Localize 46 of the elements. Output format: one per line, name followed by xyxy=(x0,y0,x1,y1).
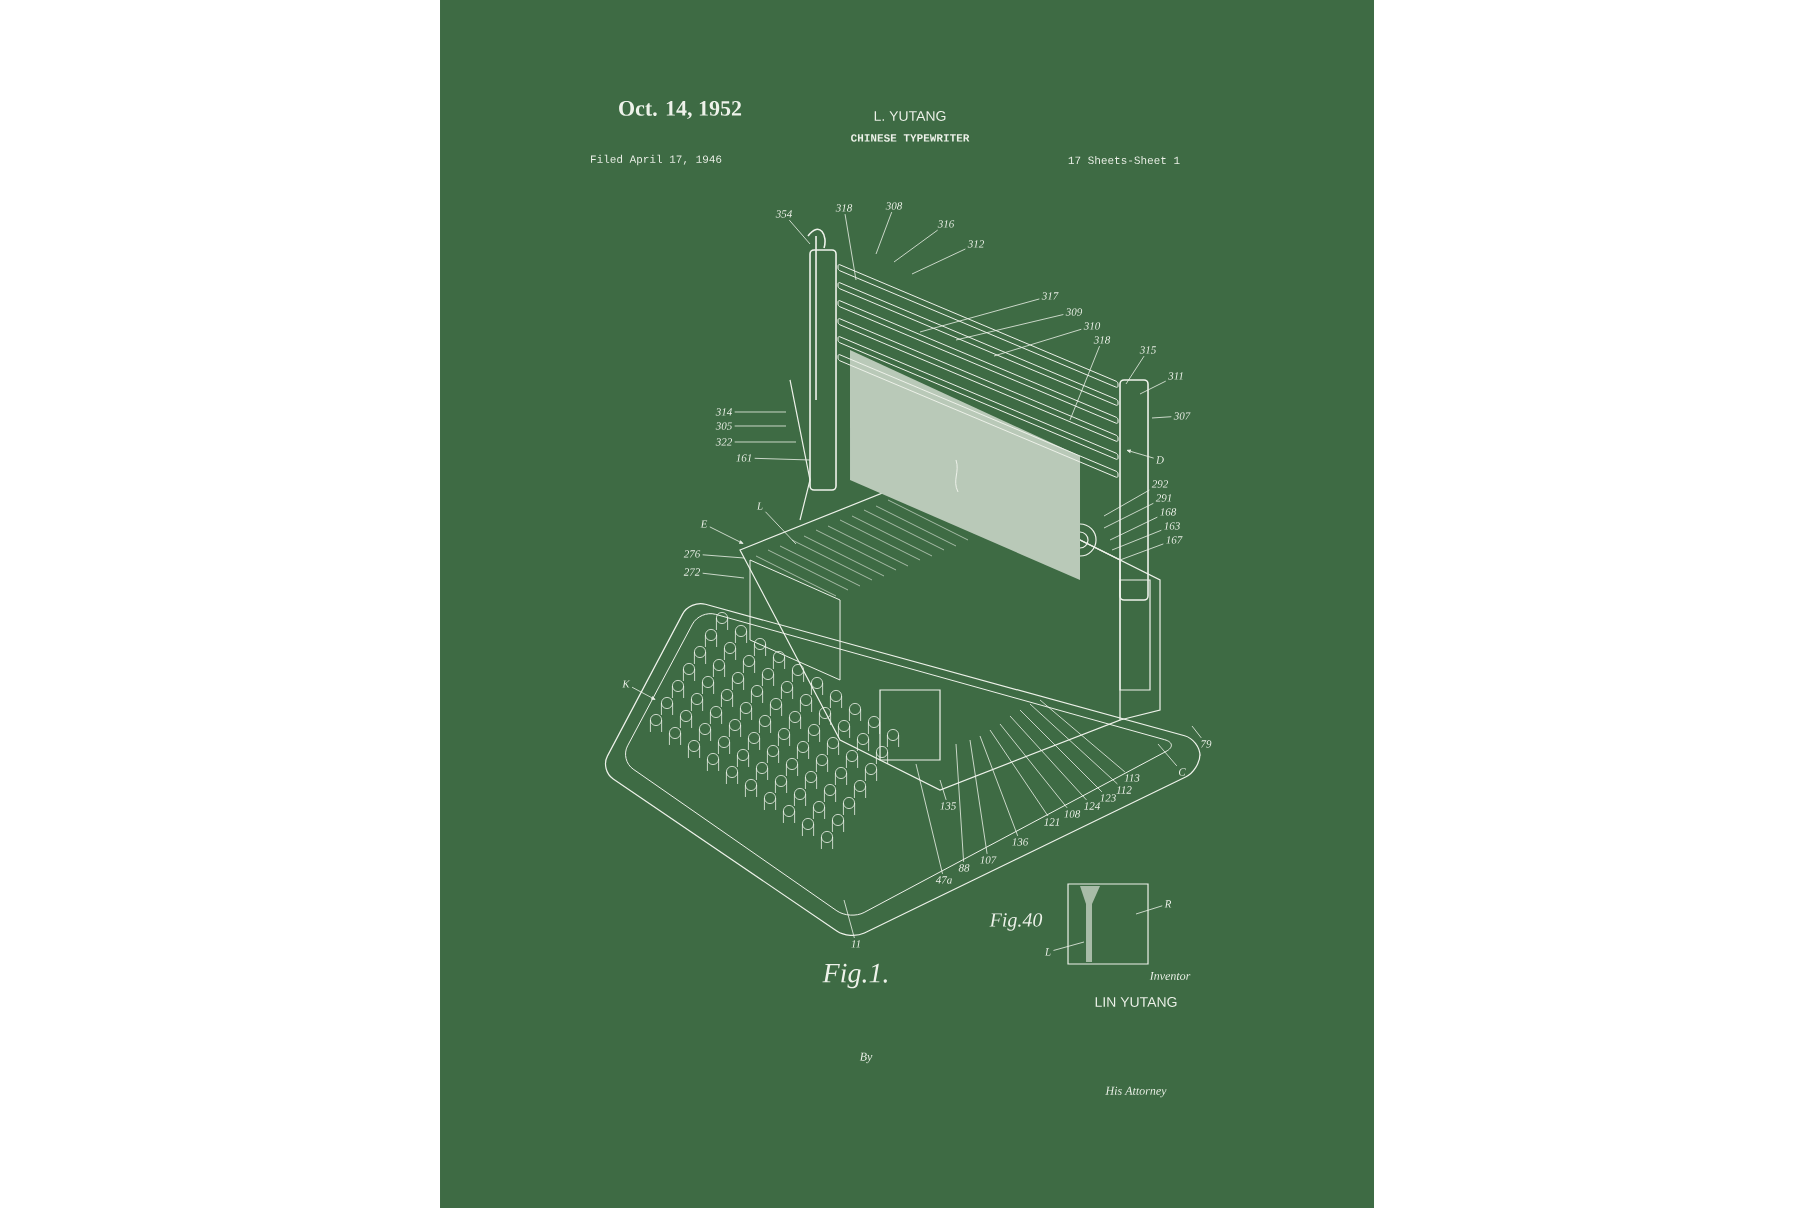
leader-line xyxy=(955,314,1064,341)
leader-line xyxy=(1157,743,1178,767)
leader-line xyxy=(1103,489,1150,517)
leader-line xyxy=(1069,345,1100,421)
label-text: Oct. 14, 1952 xyxy=(619,101,742,119)
leader-line xyxy=(939,779,947,801)
leader-line xyxy=(1191,725,1202,739)
leader-line xyxy=(1125,355,1145,385)
leader-line xyxy=(989,729,1049,817)
label-text: Fig.1. xyxy=(822,963,887,989)
leader-line xyxy=(734,441,797,443)
leader-line xyxy=(955,743,964,863)
leader-line xyxy=(1029,703,1118,785)
leader-line xyxy=(1103,502,1154,529)
leader-line xyxy=(702,554,745,559)
leader-line xyxy=(843,899,855,939)
leader-line xyxy=(631,686,656,700)
leader-line xyxy=(915,763,943,875)
label-text: Fig.40 xyxy=(989,913,1043,931)
leader-line xyxy=(999,723,1068,809)
leader-line xyxy=(1009,715,1087,801)
leader-line xyxy=(702,572,745,579)
leader-line xyxy=(788,219,811,245)
leader-line xyxy=(1053,941,1085,951)
leader-line xyxy=(754,457,811,461)
leader-line xyxy=(1109,516,1158,541)
leader-line xyxy=(1119,543,1164,561)
leader-line xyxy=(875,211,893,255)
leader-line xyxy=(911,248,966,275)
leader-line xyxy=(969,739,988,855)
leader-line xyxy=(993,328,1082,357)
leader-line xyxy=(1151,416,1172,419)
leader-line xyxy=(709,526,744,544)
leader-line xyxy=(1019,709,1103,793)
leader-line xyxy=(734,425,787,427)
leader-line xyxy=(1139,380,1167,395)
leader-line xyxy=(1111,529,1162,551)
leader-line xyxy=(1039,699,1126,773)
leader-line xyxy=(734,411,787,413)
leader-line xyxy=(893,229,939,263)
leader-line xyxy=(1126,449,1155,459)
leader-line xyxy=(919,298,1040,333)
leader-line xyxy=(765,511,797,545)
leader-line xyxy=(844,213,857,281)
leader-line xyxy=(1135,905,1163,915)
leader-line xyxy=(979,735,1019,837)
